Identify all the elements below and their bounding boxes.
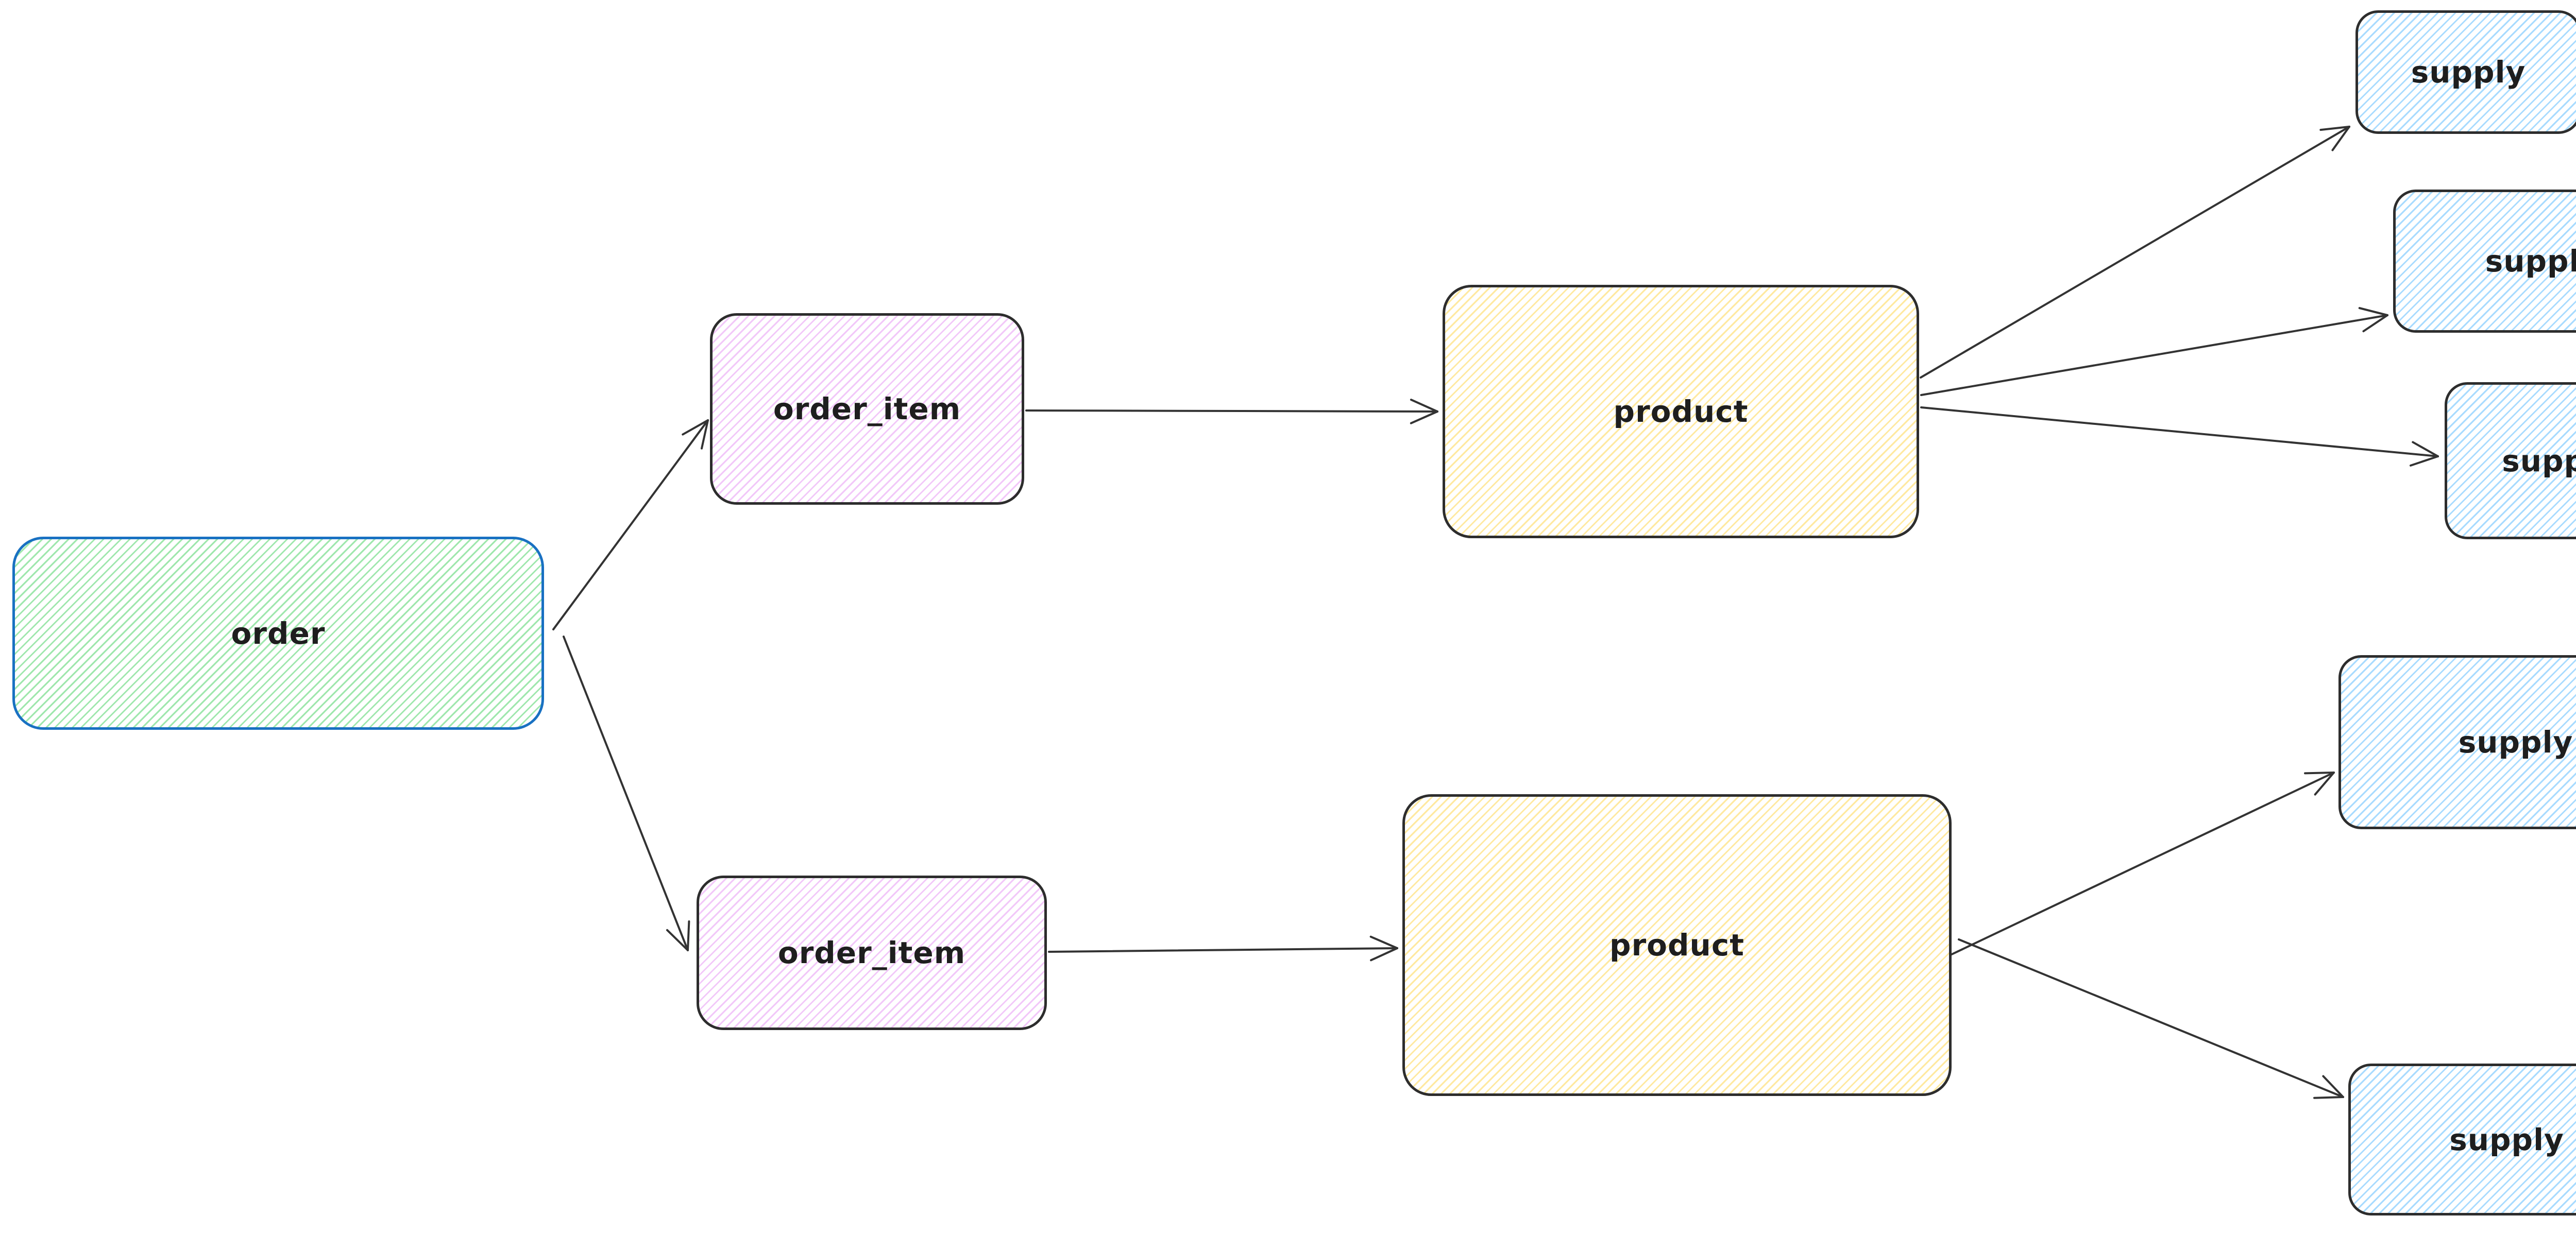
- node-supply-5[interactable]: supply: [2348, 1064, 2576, 1215]
- node-order-item-bottom[interactable]: order_item: [697, 876, 1047, 1030]
- node-supply-5-label: supply: [2449, 1122, 2564, 1157]
- node-supply-2-label: supply: [2485, 244, 2576, 279]
- node-order-item-top[interactable]: order_item: [710, 313, 1024, 505]
- node-product-top-label: product: [1613, 394, 1749, 429]
- node-order-label: order: [231, 615, 326, 651]
- arrow-order-item-bottom-to-product-bottom[interactable]: [1048, 935, 1398, 962]
- arrow-product-top-to-supply-3[interactable]: [1920, 406, 2439, 467]
- node-product-bottom[interactable]: product: [1402, 794, 1952, 1096]
- arrow-product-top-to-supply-2[interactable]: [1920, 307, 2388, 396]
- node-supply-2[interactable]: supply: [2393, 190, 2576, 333]
- node-order[interactable]: order: [12, 537, 544, 730]
- node-supply-4[interactable]: supply: [2338, 655, 2576, 829]
- arrow-product-bottom-to-supply-5[interactable]: [1958, 938, 2344, 1099]
- node-product-bottom-label: product: [1609, 928, 1744, 963]
- node-product-top[interactable]: product: [1443, 285, 1919, 538]
- node-supply-3[interactable]: supply: [2445, 382, 2576, 539]
- node-order-item-bottom-label: order_item: [777, 935, 966, 970]
- node-supply-1-label: supply: [2411, 55, 2526, 90]
- node-supply-3-label: supply: [2502, 443, 2576, 478]
- node-supply-4-label: supply: [2458, 725, 2573, 760]
- arrow-order-to-order-item-bottom[interactable]: [563, 636, 690, 951]
- arrow-order-to-order-item-top[interactable]: [552, 419, 709, 630]
- arrow-product-top-to-supply-1[interactable]: [1920, 126, 2350, 379]
- arrow-order-item-top-to-product-top[interactable]: [1025, 399, 1438, 424]
- node-supply-1[interactable]: supply: [2355, 10, 2576, 134]
- node-order-item-top-label: order_item: [773, 391, 961, 426]
- arrow-product-bottom-to-supply-4[interactable]: [1950, 772, 2335, 956]
